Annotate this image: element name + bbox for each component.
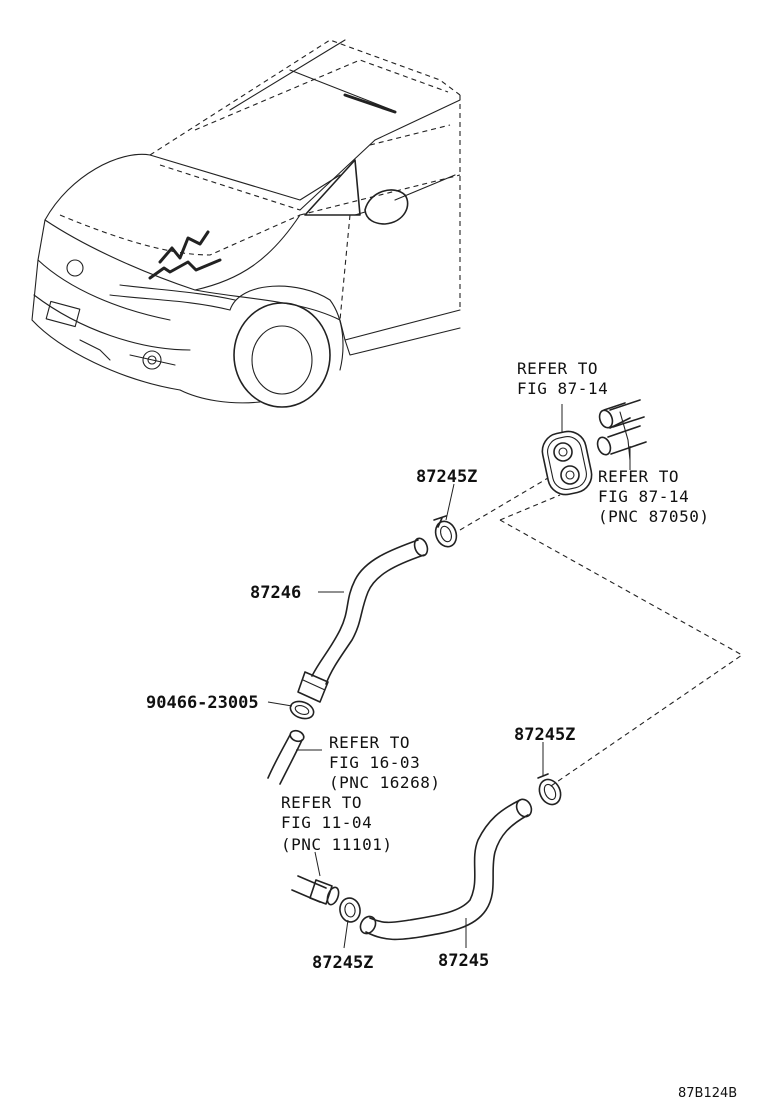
hose-lower-label: 87245 (438, 951, 489, 971)
clip-part (289, 700, 315, 720)
refer-pipe-line1: REFER TO (329, 733, 410, 752)
upper-hose (297, 537, 429, 703)
clamp-lower-label: 87245Z (312, 953, 373, 973)
guide-upper (459, 477, 549, 531)
washer-pipes (596, 399, 647, 461)
clamp-upper-part (433, 515, 458, 548)
refer-grommet-line1: REFER TO (517, 359, 598, 378)
grommet-part (541, 430, 593, 496)
clip-label: 90466-23005 (146, 693, 259, 713)
vehicle-outline (31, 39, 461, 408)
refer-pipes-line3: (PNC 87050) (598, 507, 709, 526)
refer-pipe-line2: FIG 16-03 (329, 753, 420, 772)
clamp-lower-part (339, 897, 361, 923)
refer-grommet-line2: FIG 87-14 (517, 379, 608, 398)
pipe-fig-16 (267, 729, 305, 785)
guide-diagonal (499, 494, 744, 789)
diagram-code: 87B124B (678, 1086, 737, 1101)
refer-pipes-line2: FIG 87-14 (598, 487, 689, 506)
refer-pipes-line1: REFER TO (598, 467, 679, 486)
refer-pipe-line3: (PNC 16268) (329, 773, 440, 792)
refer-engine-line2: FIG 11-04 (281, 813, 372, 832)
clamp-upper-label: 87245Z (416, 467, 477, 487)
pipe-fig-11 (291, 875, 340, 906)
refer-engine-line1: REFER TO (281, 793, 362, 812)
lower-hose (359, 798, 533, 941)
clamp-middle-label: 87245Z (514, 725, 575, 745)
refer-engine-line3: (PNC 11101) (281, 835, 392, 854)
hose-upper-label: 87246 (250, 583, 301, 603)
